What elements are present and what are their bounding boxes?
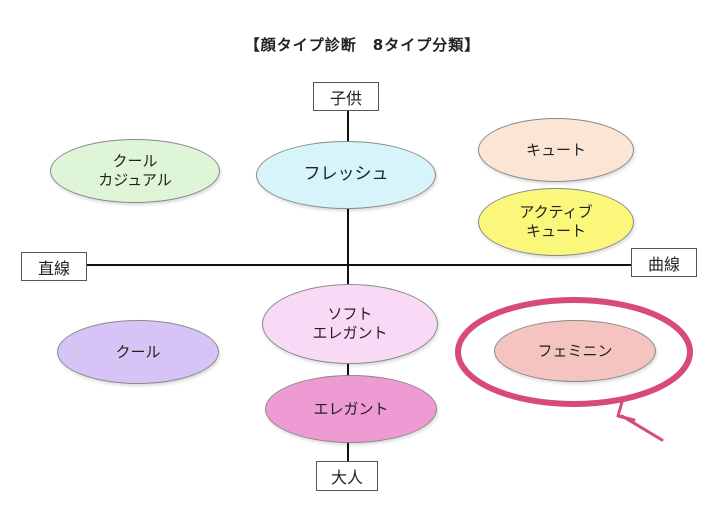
- type-cool-casual: クール カジュアル: [50, 139, 220, 203]
- diagram-title: 【顔タイプ診断 8タイプ分類】: [244, 36, 481, 54]
- type-soft-elegant: ソフト エレガント: [262, 284, 438, 364]
- type-active-cute-label: アクティブ キュート: [519, 203, 593, 240]
- type-cool: クール: [57, 320, 219, 384]
- type-elegant-label: エレガント: [313, 399, 389, 418]
- type-elegant: エレガント: [265, 375, 437, 443]
- highlight-ring: [455, 297, 693, 407]
- type-feminine: フェミニン: [494, 320, 656, 382]
- type-cool-label: クール: [115, 342, 161, 361]
- type-cute-label: キュート: [525, 140, 586, 159]
- type-feminine-label: フェミニン: [537, 341, 613, 360]
- type-soft-elegant-label: ソフト エレガント: [312, 305, 388, 342]
- type-active-cute: アクティブ キュート: [478, 188, 634, 256]
- type-cool-casual-label: クール カジュアル: [98, 152, 172, 189]
- arrow-head-icon: [616, 400, 636, 422]
- axis-label-straight: 直線: [21, 252, 87, 281]
- type-cute: キュート: [478, 118, 634, 182]
- axis-label-child: 子供: [313, 82, 379, 111]
- axis-label-curve: 曲線: [631, 248, 697, 277]
- axis-label-adult: 大人: [316, 461, 378, 491]
- type-fresh-label: フレッシュ: [303, 164, 389, 185]
- type-fresh: フレッシュ: [256, 141, 436, 209]
